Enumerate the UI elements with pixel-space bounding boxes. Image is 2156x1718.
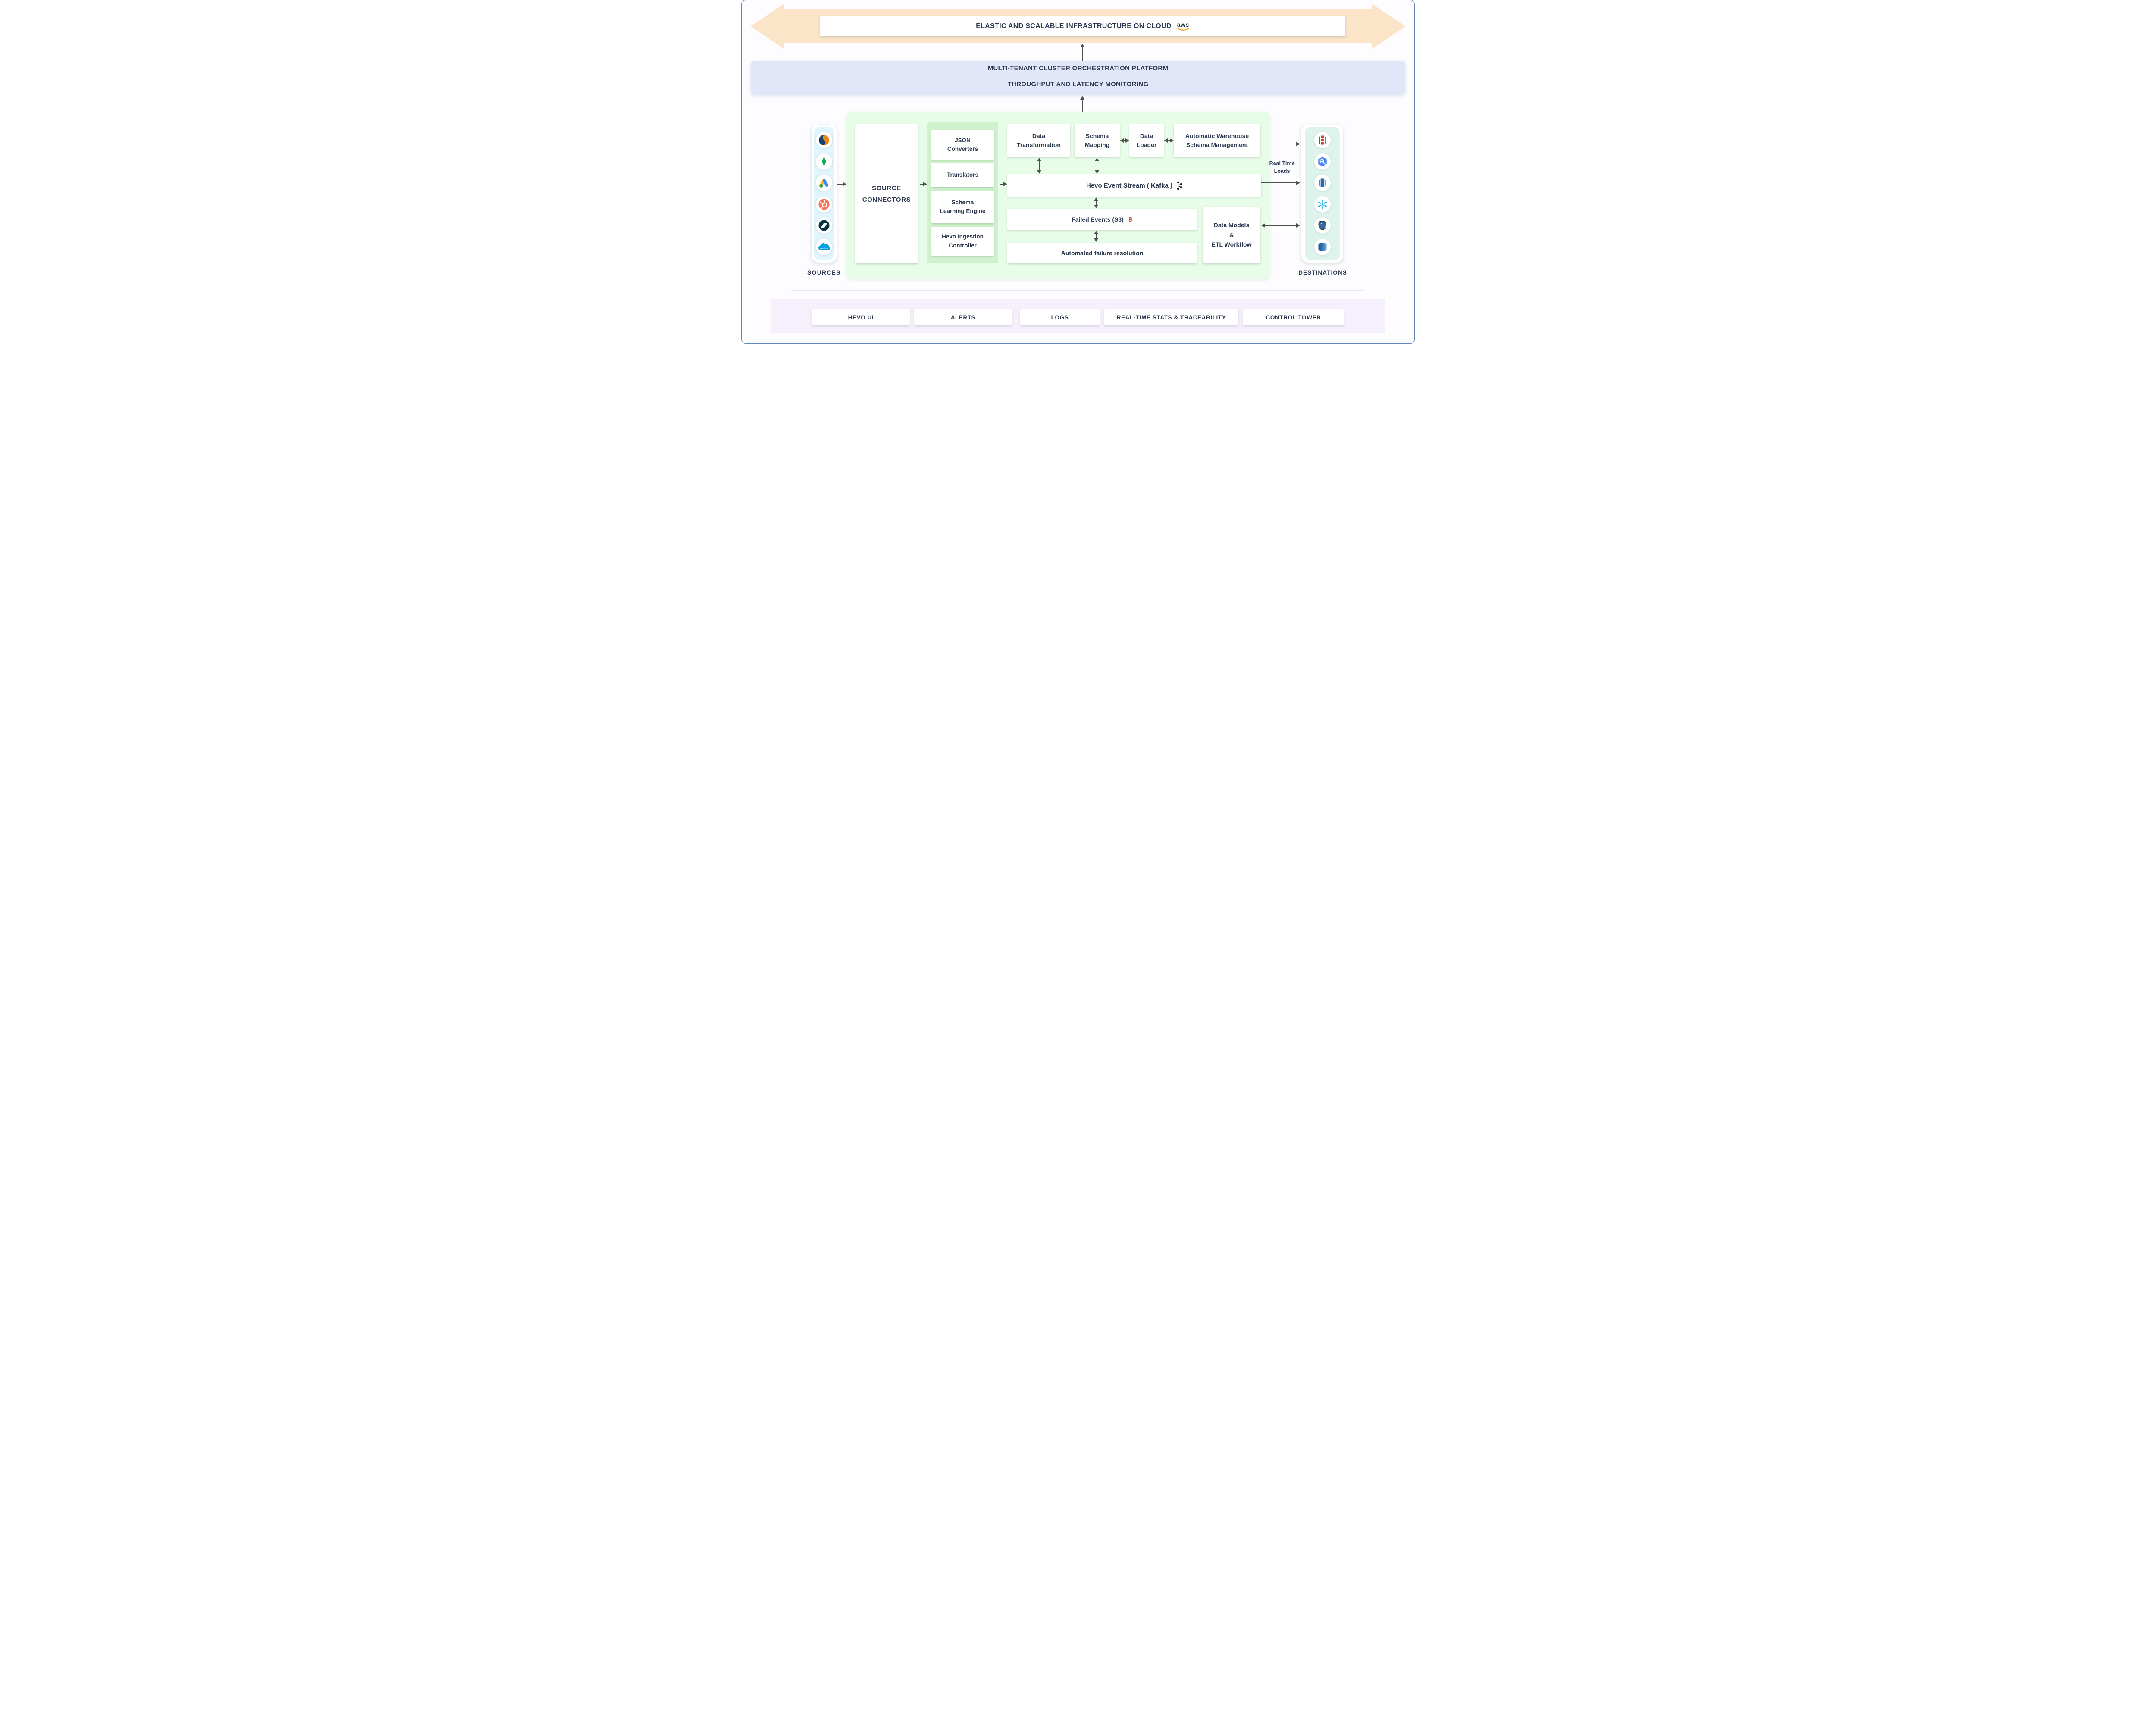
mysql-icon bbox=[819, 135, 829, 146]
hevo-ingestion-controller-box: Hevo Ingestion Controller bbox=[931, 227, 994, 256]
amazon-s3-icon bbox=[1318, 135, 1326, 145]
mongodb-icon bbox=[822, 156, 826, 166]
sources-label: SOURCES bbox=[807, 269, 841, 276]
banner-title-card: ELASTIC AND SCALABLE INFRASTRUCTURE ON C… bbox=[820, 16, 1345, 36]
snowflake-icon bbox=[1318, 199, 1327, 209]
source-item bbox=[816, 132, 832, 149]
hevo-architecture-diagram: ELASTIC AND SCALABLE INFRASTRUCTURE ON C… bbox=[741, 0, 1415, 344]
s3-icon bbox=[1127, 216, 1132, 222]
json-converters-box: JSON Converters bbox=[931, 130, 994, 160]
arrow-sources-to-connectors bbox=[837, 182, 846, 186]
arrow-connectors-to-ingestion bbox=[920, 182, 927, 186]
banner-title: ELASTIC AND SCALABLE INFRASTRUCTURE ON C… bbox=[976, 22, 1172, 30]
control-tower-box: CONTROL TOWER bbox=[1243, 309, 1344, 325]
aws-logo-icon: aws bbox=[1177, 22, 1190, 31]
arrow-mapping-stream bbox=[1094, 158, 1100, 174]
destinations-label: DESTINATIONS bbox=[1298, 269, 1347, 276]
realtime-stats-box: REAL-TIME STATS & TRACEABILITY bbox=[1104, 309, 1238, 325]
alerts-box: ALERTS bbox=[914, 309, 1012, 325]
source-item: salesforce bbox=[816, 238, 832, 255]
google-bigquery-icon bbox=[1318, 156, 1327, 167]
arrow-pipeline-to-platform bbox=[1080, 96, 1085, 112]
destination-item bbox=[1314, 175, 1331, 191]
destination-item bbox=[1314, 153, 1331, 170]
arrow-platform-to-cloud bbox=[1080, 44, 1085, 61]
logs-box: LOGS bbox=[1020, 309, 1100, 325]
destination-item bbox=[1314, 132, 1331, 149]
banner-left-arrowhead-icon bbox=[750, 4, 784, 49]
postgresql-icon bbox=[1318, 221, 1326, 230]
sources-rail-inner: salesforce bbox=[814, 127, 834, 260]
zendesk-icon bbox=[818, 220, 830, 231]
ingestion-subpanel: JSON Converters Translators Schema Learn… bbox=[927, 122, 998, 263]
data-transformation-box: Data Transformation bbox=[1007, 124, 1070, 157]
footer-divider bbox=[791, 290, 1363, 291]
arrow-stream-to-destinations bbox=[1261, 181, 1300, 185]
hevo-ui-box: HEVO UI bbox=[812, 309, 910, 325]
destination-item bbox=[1314, 217, 1331, 234]
salesforce-icon: salesforce bbox=[818, 243, 830, 250]
destination-item bbox=[1314, 196, 1331, 213]
arrow-models-destinations bbox=[1261, 223, 1300, 228]
source-item bbox=[816, 196, 832, 213]
translators-box: Translators bbox=[931, 163, 994, 187]
arrow-failed-resolution bbox=[1094, 231, 1099, 242]
arrow-transformation-stream bbox=[1037, 158, 1042, 174]
destination-item bbox=[1314, 238, 1331, 255]
banner-right-arrowhead-icon bbox=[1372, 4, 1406, 49]
platform-line1: MULTI-TENANT CLUSTER ORCHESTRATION PLATF… bbox=[987, 65, 1169, 72]
data-loader-box: Data Loader bbox=[1129, 124, 1164, 157]
source-item bbox=[816, 153, 832, 170]
arrow-ingestion-to-stream bbox=[1000, 182, 1007, 186]
arrow-mapping-loader bbox=[1120, 138, 1129, 143]
source-connectors-box: SOURCE CONNECTORS bbox=[855, 124, 918, 263]
real-time-loads-label: Real Time Loads bbox=[1269, 160, 1295, 175]
schema-learning-engine-box: Schema Learning Engine bbox=[931, 191, 994, 223]
google-ads-icon bbox=[819, 179, 829, 188]
event-stream-box: Hevo Event Stream ( Kafka ) bbox=[1007, 174, 1261, 197]
schema-mapping-box: Schema Mapping bbox=[1075, 124, 1120, 157]
kafka-icon bbox=[1177, 181, 1182, 190]
platform-line2: THROUGHPUT AND LATENCY MONITORING bbox=[1007, 81, 1149, 88]
arrow-warehouse-to-destinations bbox=[1261, 142, 1300, 146]
arrow-stream-failed bbox=[1094, 197, 1099, 208]
warehouse-schema-management-box: Automatic Warehouse Schema Management bbox=[1174, 124, 1260, 157]
orchestration-platform-bar: MULTI-TENANT CLUSTER ORCHESTRATION PLATF… bbox=[751, 61, 1405, 94]
failed-events-box: Failed Events (S3) bbox=[1007, 209, 1197, 230]
source-item bbox=[816, 175, 832, 191]
amazon-redshift-icon bbox=[1318, 178, 1326, 187]
hubspot-icon bbox=[818, 199, 830, 210]
amazon-aurora-icon bbox=[1318, 243, 1326, 251]
arrow-loader-warehouse bbox=[1164, 138, 1174, 143]
infrastructure-banner: ELASTIC AND SCALABLE INFRASTRUCTURE ON C… bbox=[750, 4, 1406, 49]
failure-resolution-box: Automated failure resolution bbox=[1007, 243, 1197, 263]
aws-swoosh-icon bbox=[1177, 27, 1190, 31]
data-models-box: Data Models & ETL Workflow bbox=[1203, 207, 1260, 263]
destinations-rail-inner bbox=[1305, 127, 1340, 260]
svg-text:salesforce: salesforce bbox=[820, 247, 829, 249]
source-item bbox=[816, 217, 832, 234]
